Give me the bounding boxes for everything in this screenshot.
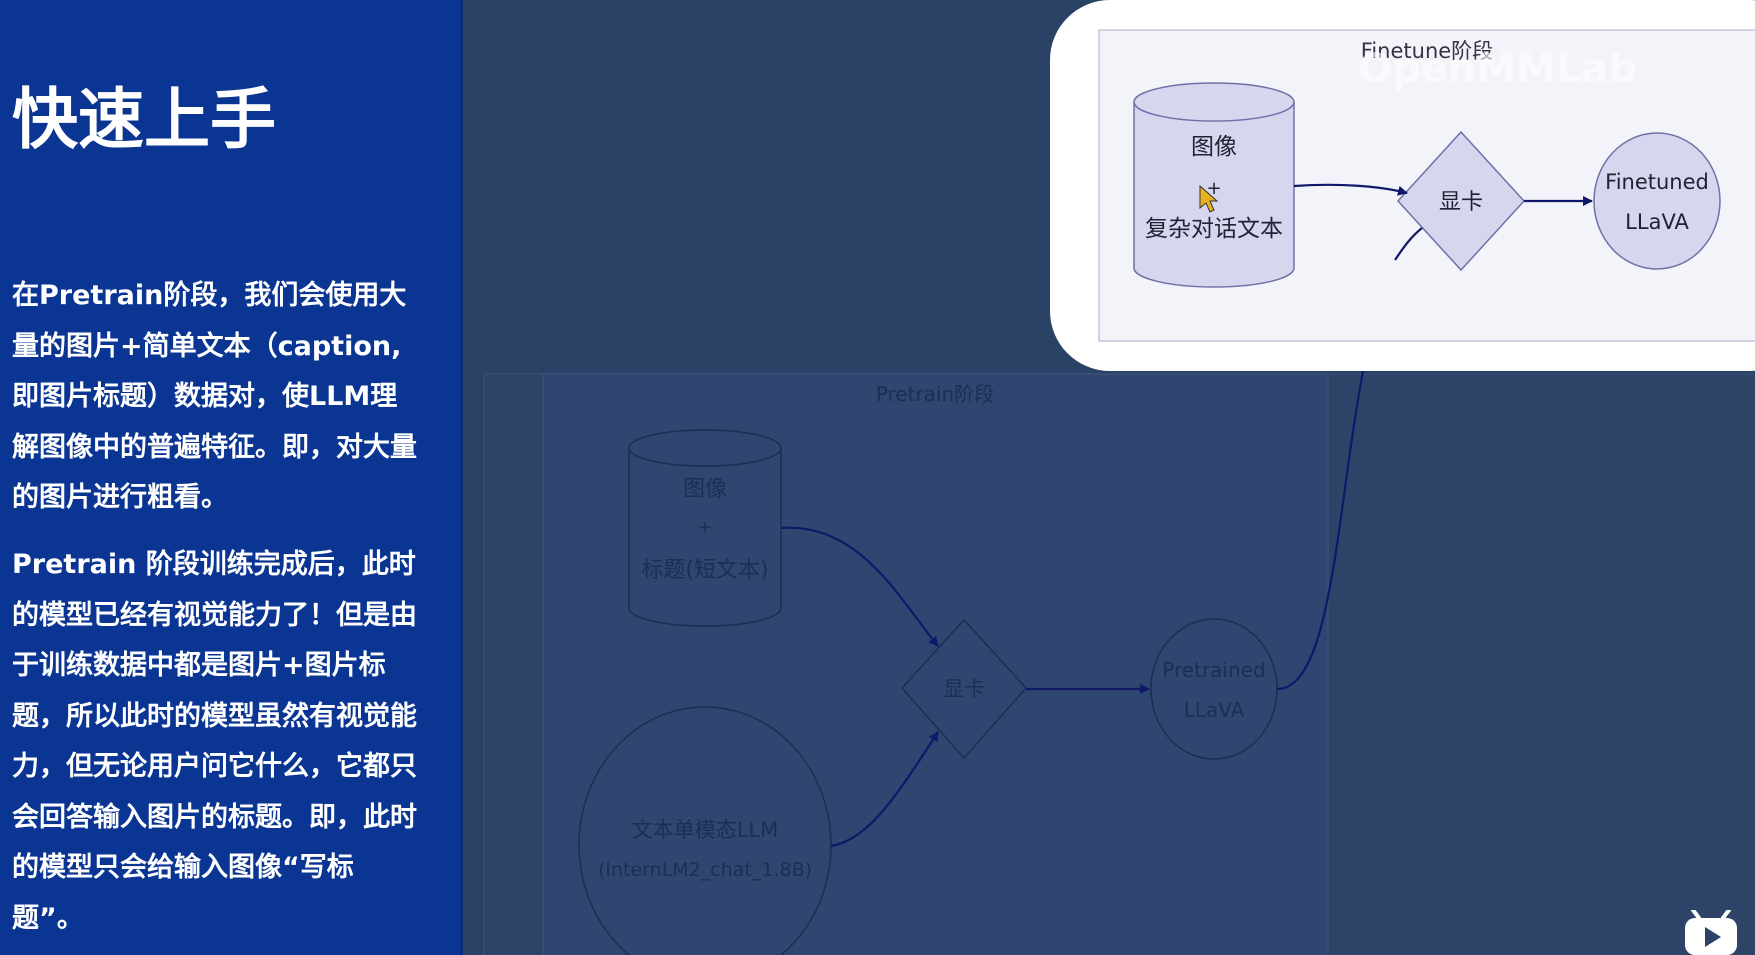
finetuned-llava-node: Finetuned LLaVA xyxy=(1593,132,1721,270)
left-panel xyxy=(0,0,460,955)
pretrain-data-label-1: 图像 xyxy=(683,477,727,502)
edge-llm-to-gpu xyxy=(830,731,939,848)
slide-title: 快速上手 xyxy=(12,81,276,158)
watermark: OpenMMLab xyxy=(1358,46,1637,92)
finetune-stage-title: Finetune阶段 xyxy=(1361,39,1493,63)
pretrain-stage: Pretrain阶段 图像 + 标题(短文本) 文本单模态LLM (Intern… xyxy=(483,225,1755,955)
finetune-data-cylinder: 图像 + 复杂对话文本 xyxy=(1133,82,1295,288)
finetune-data-plus: + xyxy=(1206,178,1221,199)
pretrained-llava-label-2: LLaVA xyxy=(1184,698,1245,722)
edge-data-to-gpu xyxy=(780,526,939,647)
finetune-gpu-node: 显卡 xyxy=(1396,130,1526,272)
pretrain-gpu-node: 显卡 xyxy=(900,618,1028,760)
pretrain-llm-label-1: 文本单模态LLM xyxy=(632,818,779,842)
finetuned-llava-label-1: Finetuned xyxy=(1605,170,1709,194)
panel-divider xyxy=(460,0,463,955)
pretrain-data-cylinder: 图像 + 标题(短文本) xyxy=(628,429,782,627)
finetune-gpu-label: 显卡 xyxy=(1439,190,1483,215)
bilibili-player-icon[interactable] xyxy=(1683,910,1739,955)
pretrain-llm-node: 文本单模态LLM (InternLM2_chat_1.8B) xyxy=(578,706,832,955)
pretrain-data-label-2: 标题(短文本) xyxy=(641,558,768,583)
pretrain-data-plus: + xyxy=(697,517,712,538)
pretrain-gpu-label: 显卡 xyxy=(943,677,985,701)
edge-finetune-data-to-gpu xyxy=(1293,183,1408,196)
paragraph-pretrain-result: Pretrain 阶段训练完成后，此时的模型已经有视觉能力了！但是由于训练数据中… xyxy=(12,549,417,934)
pretrain-llm-label-2: (InternLM2_chat_1.8B) xyxy=(598,859,812,881)
pretrain-stage-title: Pretrain阶段 xyxy=(876,382,994,406)
finetune-stage: Finetune阶段 OpenMMLab 图像 + 复杂对话文本 显卡 Fine… xyxy=(1050,0,1755,371)
pretrained-llava-node: Pretrained LLaVA xyxy=(1150,618,1278,760)
pretrained-llava-label-1: Pretrained xyxy=(1162,658,1265,682)
cursor-icon xyxy=(1199,184,1219,213)
edge-pretrained-arrival xyxy=(1394,227,1423,261)
finetune-data-label-1: 图像 xyxy=(1191,134,1237,160)
paragraph-pretrain: 在Pretrain阶段，我们会使用大量的图片+简单文本（caption, 即图片… xyxy=(12,280,417,513)
finetune-data-label-2: 复杂对话文本 xyxy=(1145,216,1283,242)
finetuned-llava-label-2: LLaVA xyxy=(1625,210,1689,234)
